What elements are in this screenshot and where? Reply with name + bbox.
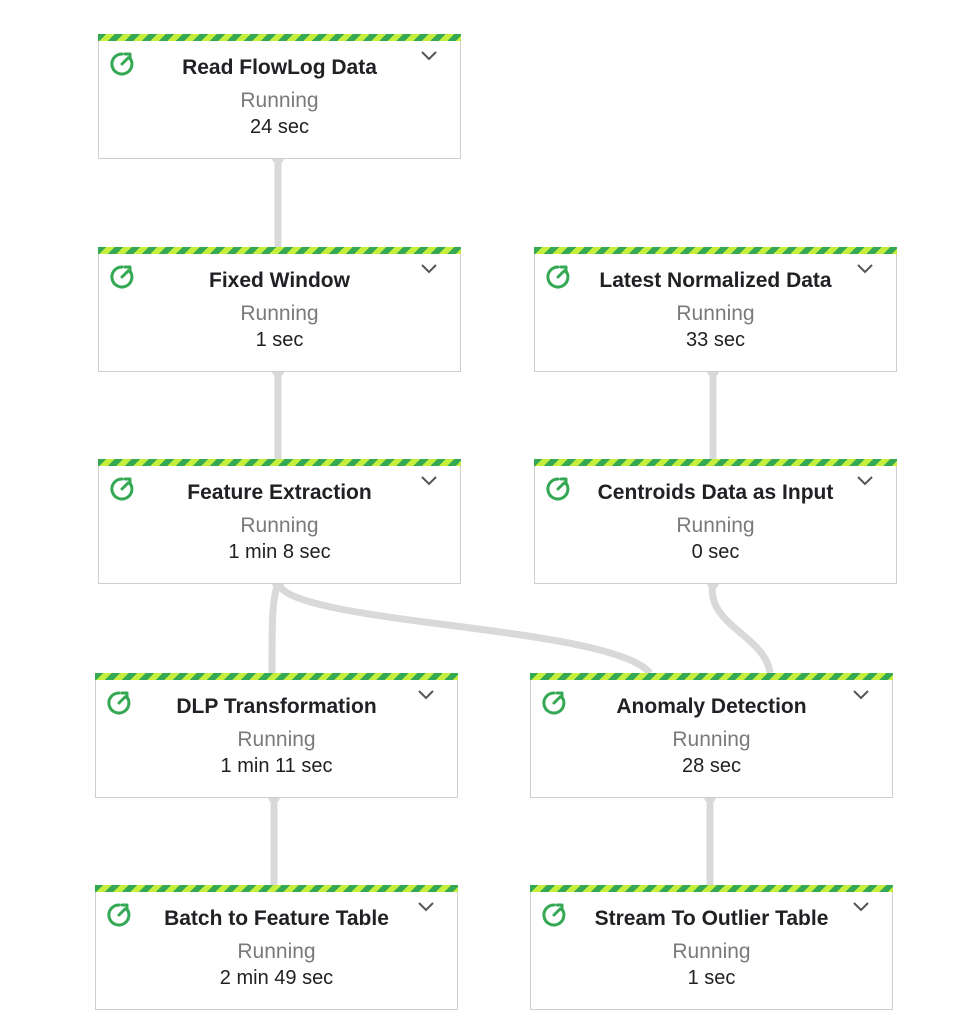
chevron-down-icon[interactable] [852, 689, 870, 701]
step-duration: 24 sec [250, 116, 309, 138]
step-status: Running [240, 89, 319, 112]
running-status-icon [546, 265, 570, 289]
running-progress-stripe [98, 247, 461, 254]
edge-centroids-to-anomaly [708, 582, 774, 674]
edge-extraction-to-dlp [268, 581, 282, 674]
step-node-read-flowlog-data[interactable]: Read FlowLog Data Running 24 sec [98, 34, 461, 159]
running-progress-stripe [534, 459, 897, 466]
running-progress-stripe [98, 34, 461, 41]
step-duration: 1 sec [255, 329, 304, 351]
step-duration: 1 min 11 sec [220, 755, 333, 777]
step-node-latest-normalized-data[interactable]: Latest Normalized Data Running 33 sec [534, 247, 897, 372]
running-status-icon [107, 691, 131, 715]
step-node-batch-to-feature-table[interactable]: Batch to Feature Table Running 2 min 49 … [95, 885, 458, 1010]
running-progress-stripe [534, 247, 897, 254]
step-title: DLP Transformation [176, 695, 377, 718]
chevron-down-icon[interactable] [856, 263, 874, 275]
step-title: Stream To Outlier Table [594, 907, 829, 930]
running-progress-stripe [95, 885, 458, 892]
step-duration: 1 min 8 sec [228, 541, 331, 563]
running-progress-stripe [98, 459, 461, 466]
step-status: Running [237, 728, 316, 751]
running-status-icon [110, 52, 134, 76]
running-status-icon [546, 477, 570, 501]
step-title: Feature Extraction [187, 481, 372, 504]
step-title: Fixed Window [209, 269, 350, 292]
running-progress-stripe [95, 673, 458, 680]
step-status: Running [237, 940, 316, 963]
running-status-icon [542, 691, 566, 715]
step-node-dlp-transformation[interactable]: DLP Transformation Running 1 min 11 sec [95, 673, 458, 798]
chevron-down-icon[interactable] [417, 901, 435, 913]
step-node-fixed-window[interactable]: Fixed Window Running 1 sec [98, 247, 461, 372]
running-status-icon [542, 903, 566, 927]
step-status: Running [240, 514, 319, 537]
chevron-down-icon[interactable] [420, 475, 438, 487]
edge-extraction-to-anomaly [274, 581, 653, 676]
step-status: Running [672, 940, 751, 963]
chevron-down-icon[interactable] [852, 901, 870, 913]
step-status: Running [672, 728, 751, 751]
step-status: Running [676, 514, 755, 537]
running-progress-stripe [530, 885, 893, 892]
step-duration: 2 min 49 sec [219, 967, 334, 989]
chevron-down-icon[interactable] [420, 263, 438, 275]
running-status-icon [110, 265, 134, 289]
step-duration: 0 sec [691, 541, 740, 563]
chevron-down-icon[interactable] [856, 475, 874, 487]
step-title: Latest Normalized Data [599, 269, 832, 292]
step-node-stream-to-outlier-table[interactable]: Stream To Outlier Table Running 1 sec [530, 885, 893, 1010]
step-status: Running [676, 302, 755, 325]
step-title: Anomaly Detection [616, 695, 807, 718]
step-duration: 33 sec [686, 329, 745, 351]
step-node-feature-extraction[interactable]: Feature Extraction Running 1 min 8 sec [98, 459, 461, 584]
chevron-down-icon[interactable] [417, 689, 435, 701]
step-title: Centroids Data as Input [597, 481, 834, 504]
running-status-icon [107, 903, 131, 927]
running-status-icon [110, 477, 134, 501]
step-node-centroids-data-as-input[interactable]: Centroids Data as Input Running 0 sec [534, 459, 897, 584]
step-duration: 1 sec [687, 967, 736, 989]
step-node-anomaly-detection[interactable]: Anomaly Detection Running 28 sec [530, 673, 893, 798]
chevron-down-icon[interactable] [420, 50, 438, 62]
running-progress-stripe [530, 673, 893, 680]
step-title: Read FlowLog Data [182, 56, 377, 79]
step-status: Running [240, 302, 319, 325]
step-duration: 28 sec [682, 755, 741, 777]
step-title: Batch to Feature Table [164, 907, 389, 930]
